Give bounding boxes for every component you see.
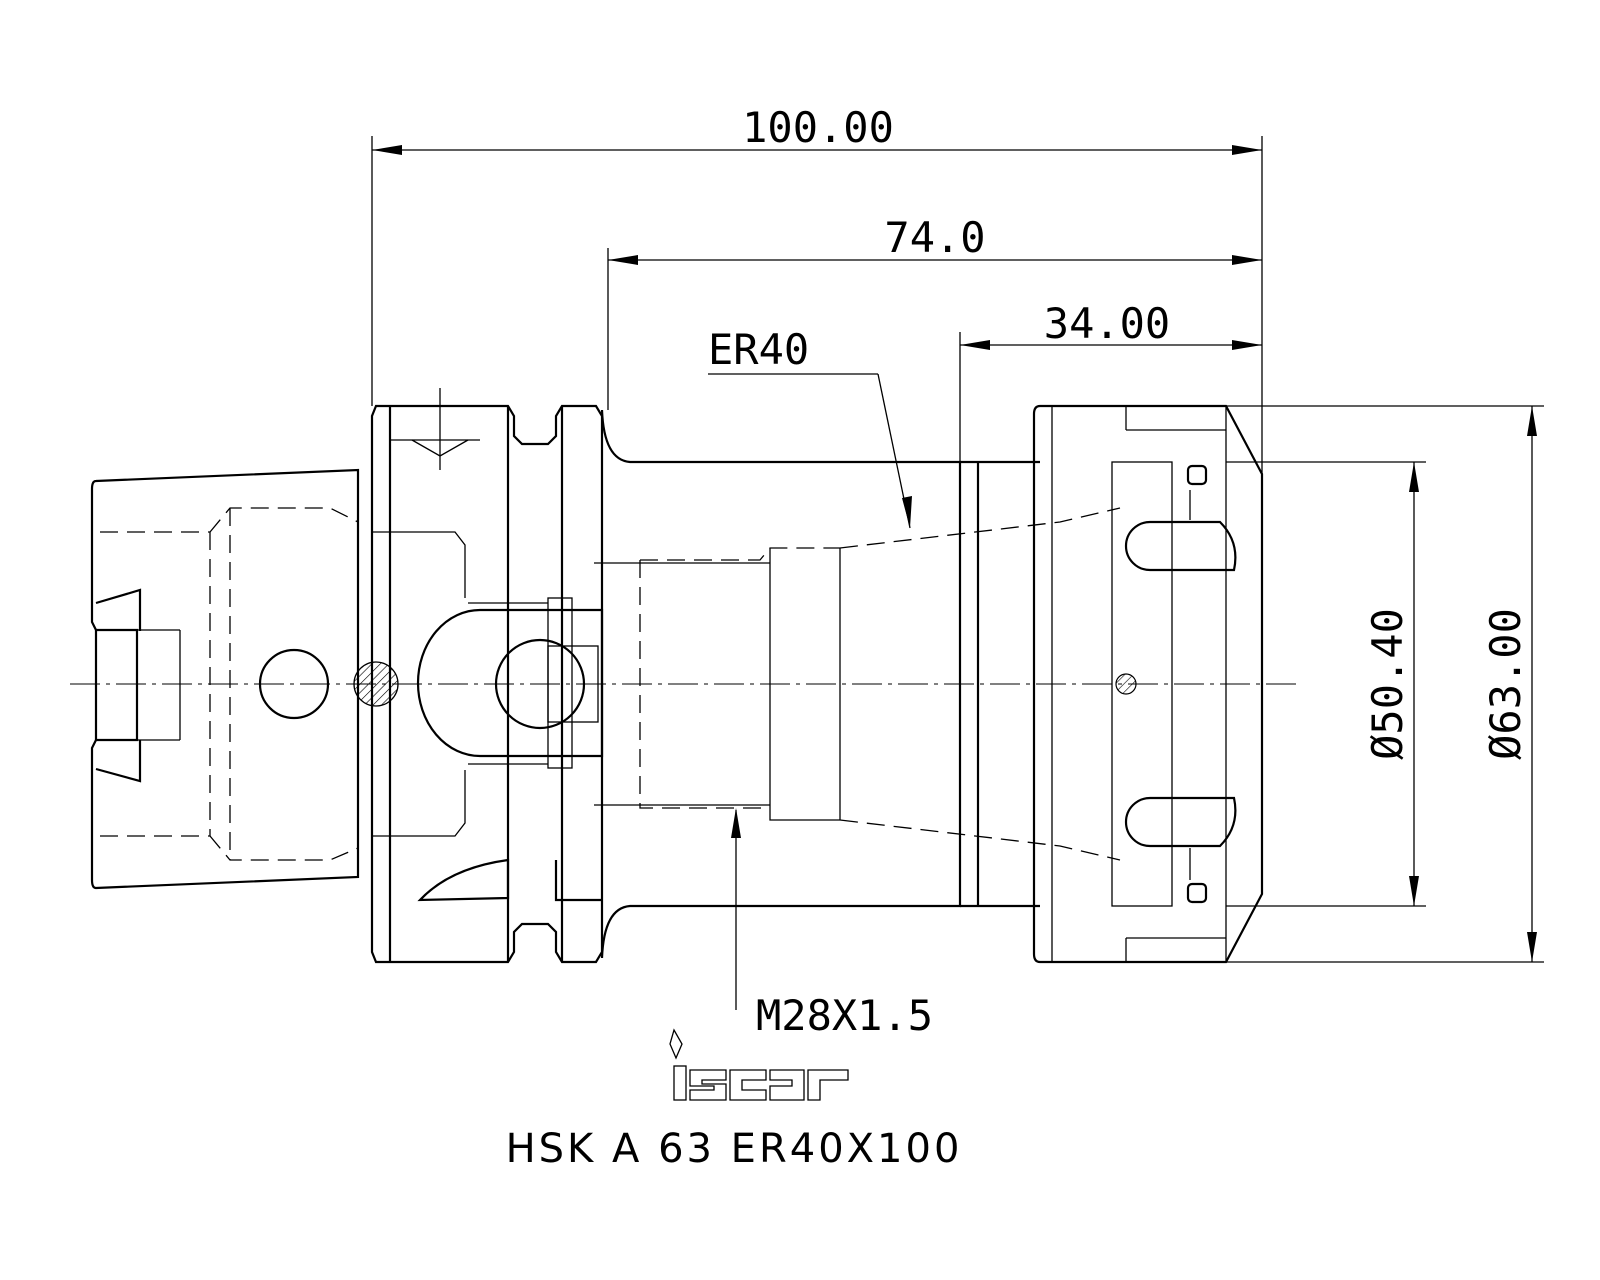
dim-63-label: Ø63.00: [1481, 608, 1530, 760]
clamping-nut: [1032, 404, 1264, 964]
dim-50-40-label: Ø50.40: [1363, 608, 1412, 760]
er40-label: ER40: [708, 325, 809, 374]
callout-thread: M28X1.5: [731, 808, 933, 1040]
thread-label: M28X1.5: [756, 991, 933, 1040]
hsk-shank: [90, 468, 360, 890]
dim-34-label: 34.00: [1044, 299, 1170, 348]
dim-gauge-length: 74.0: [607, 213, 1262, 410]
dim-overall-length: 100.00: [371, 103, 1263, 474]
flange: [353, 388, 604, 964]
callout-er40: ER40: [708, 325, 912, 529]
iscar-logo: [669, 1028, 849, 1101]
dim-100-label: 100.00: [742, 103, 894, 152]
product-caption: HSK A 63 ER40X100: [506, 1126, 963, 1172]
dim-74-label: 74.0: [884, 213, 985, 262]
body: [594, 409, 1121, 959]
dim-nut-length: 34.00: [959, 299, 1262, 462]
dim-outer-diameter: Ø63.00: [1226, 405, 1544, 963]
dim-nut-diameter: Ø50.40: [1226, 461, 1426, 907]
